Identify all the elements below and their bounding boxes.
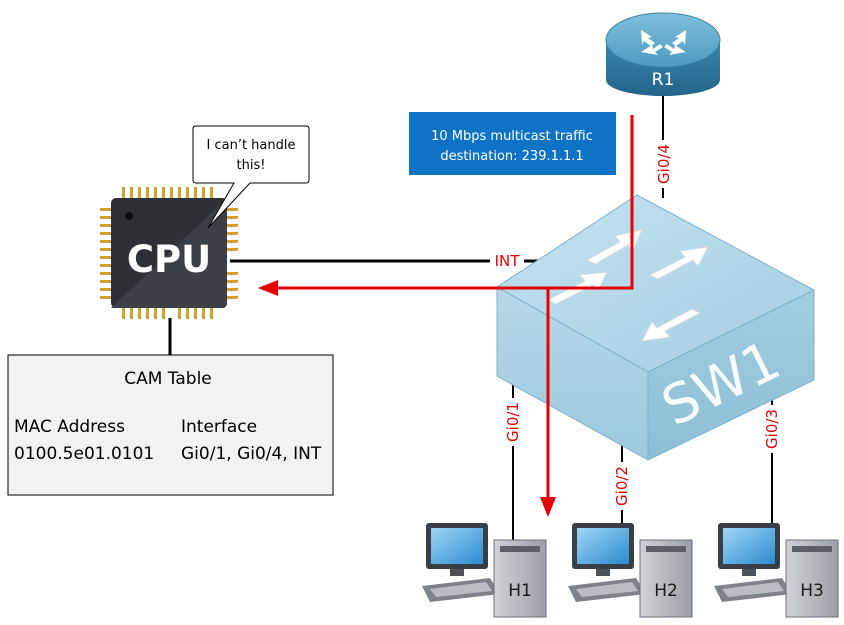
- port-h3: Gi0/3: [763, 409, 781, 449]
- host-h3[interactable]: H3: [714, 523, 839, 618]
- cpu-pins: [100, 187, 238, 319]
- computer-icon: [714, 523, 839, 618]
- port-h1: Gi0/1: [504, 402, 522, 442]
- router-arrows-icon: [641, 30, 686, 55]
- arrowhead-to-h1: [540, 497, 556, 517]
- port-h2: Gi0/2: [613, 466, 631, 506]
- flow-path-to-cpu: [275, 115, 634, 290]
- cam-row-interface: Gi0/1, Gi0/4, INT: [181, 444, 322, 464]
- switch-right-face: [647, 289, 815, 461]
- host-label-h1: H1: [508, 581, 532, 601]
- arrowhead-to-cpu: [258, 280, 278, 296]
- host-h2[interactable]: H2: [568, 523, 693, 618]
- host-label-h2: H2: [654, 581, 678, 601]
- speech-line-2: this!: [237, 158, 266, 173]
- cpu-speech-bubble: I can’t handle this!: [192, 125, 310, 229]
- traffic-line-2: destination: 239.1.1.1: [440, 149, 583, 164]
- cam-table-title: CAM Table: [124, 369, 212, 389]
- cpu-dot: [125, 212, 133, 220]
- cpu-label: CPU: [127, 238, 211, 281]
- traffic-info-box: 10 Mbps multicast traffic destination: 2…: [409, 112, 616, 175]
- router-label: R1: [652, 70, 675, 90]
- computer-icon: [568, 523, 693, 618]
- computer-icon: [422, 523, 547, 618]
- traffic-line-1: 10 Mbps multicast traffic: [431, 129, 593, 144]
- host-h1[interactable]: H1: [422, 523, 547, 618]
- cam-row-mac: 0100.5e01.0101: [14, 444, 154, 464]
- port-cpu: INT: [495, 252, 521, 270]
- speech-line-1: I can’t handle: [207, 138, 296, 153]
- cam-table: CAM Table MAC Address Interface 0100.5e0…: [7, 354, 334, 496]
- switch-arrows-icon: [546, 229, 709, 342]
- cpu-chip: CPU: [100, 187, 238, 319]
- cam-header-mac: MAC Address: [14, 417, 125, 437]
- host-label-h3: H3: [800, 581, 824, 601]
- port-r1: Gi0/4: [655, 144, 673, 184]
- switch-sw1[interactable]: SW1: [496, 194, 816, 461]
- port-labels: Gi0/4 INT Gi0/1 Gi0/2 Gi0/3: [490, 140, 783, 510]
- router-r1[interactable]: R1: [605, 12, 721, 96]
- cam-header-interface: Interface: [181, 417, 257, 437]
- multicast-flow: [258, 115, 634, 517]
